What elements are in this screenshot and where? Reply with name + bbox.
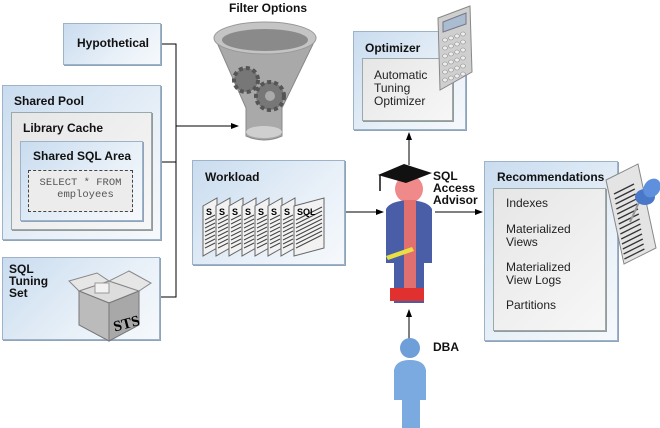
sql-document-icon: S bbox=[215, 197, 231, 257]
sql-document-label: S bbox=[232, 207, 238, 217]
sql-document-icon: S bbox=[280, 197, 296, 257]
library-cache-box: Library Cache Shared SQL Area SELECT * F… bbox=[11, 112, 152, 230]
optimizer-line: Optimizer bbox=[374, 94, 426, 108]
sql-statement-line: SELECT * FROM bbox=[39, 177, 122, 189]
sql-document-icon: SQL bbox=[293, 197, 325, 257]
calculator-key bbox=[454, 49, 460, 55]
sql-access-advisor-label: SQL Access Advisor bbox=[433, 170, 478, 206]
optimizer-label: Optimizer bbox=[365, 41, 421, 55]
recommendations-label: Recommendations bbox=[497, 170, 605, 184]
shared-sql-area-box: Shared SQL Area SELECT * FROM employees bbox=[20, 141, 143, 221]
optimizer-line: Tuning bbox=[374, 81, 411, 95]
sql-statement-box: SELECT * FROM employees bbox=[28, 170, 133, 212]
automatic-tuning-optimizer-box: Automatic Tuning Optimizer bbox=[362, 58, 453, 121]
label-line: Tuning bbox=[9, 274, 49, 288]
calculator-key bbox=[454, 57, 460, 63]
calculator-key bbox=[460, 71, 466, 77]
calculator-key bbox=[442, 77, 448, 83]
calculator-key bbox=[448, 35, 454, 41]
dba-person-icon bbox=[394, 338, 426, 428]
shared-sql-area-label: Shared SQL Area bbox=[33, 149, 132, 163]
sql-document-label: S bbox=[271, 207, 277, 217]
calculator-key bbox=[454, 33, 460, 39]
sql-document-label: S bbox=[245, 207, 251, 217]
calculator-key bbox=[454, 41, 460, 47]
sql-tuning-set-box: SQL Tuning Set STS bbox=[2, 257, 160, 342]
sql-document-label: S bbox=[206, 207, 212, 217]
sql-document-icon: S bbox=[228, 197, 244, 257]
calculator-key bbox=[460, 55, 466, 61]
label-line: SQL bbox=[9, 262, 34, 276]
calculator-key bbox=[448, 59, 454, 65]
recommendation-item: Indexes bbox=[506, 196, 549, 210]
sql-document-icon: S bbox=[202, 197, 218, 257]
sql-document-label: S bbox=[258, 207, 264, 217]
sql-document-label: S bbox=[219, 207, 225, 217]
hypothetical-box: Hypothetical bbox=[63, 23, 161, 65]
calculator-key bbox=[442, 37, 448, 43]
workload-label: Workload bbox=[205, 170, 260, 184]
sql-document-icon: S bbox=[254, 197, 270, 257]
shared-pool-box: Shared Pool Library Cache Shared SQL Are… bbox=[2, 85, 161, 240]
sql-document-icon: S bbox=[267, 197, 283, 257]
sql-tuning-set-label: SQL Tuning Set bbox=[9, 263, 48, 299]
label-line: SQL bbox=[433, 169, 458, 183]
calculator-key bbox=[454, 73, 460, 79]
source-bracket-line bbox=[160, 43, 177, 298]
calculator-key bbox=[442, 53, 448, 59]
sql-statement-line: employees bbox=[57, 189, 114, 201]
sts-box-icon: STS bbox=[68, 270, 152, 342]
funnel-gears-icon bbox=[213, 21, 317, 141]
calculator-key bbox=[442, 69, 448, 75]
hypothetical-label: Hypothetical bbox=[77, 36, 150, 50]
sts-box-text: STS bbox=[112, 313, 142, 335]
calculator-key bbox=[448, 43, 454, 49]
sql-document-label: SQL bbox=[297, 207, 316, 217]
calculator-key bbox=[442, 45, 448, 51]
filter-options-label: Filter Options bbox=[229, 1, 307, 15]
calculator-key bbox=[460, 47, 466, 53]
label-line: Set bbox=[9, 286, 28, 300]
calculator-key bbox=[460, 31, 466, 37]
recommendation-item: Partitions bbox=[506, 298, 557, 312]
shared-pool-label: Shared Pool bbox=[14, 94, 85, 108]
calculator-key bbox=[454, 65, 460, 71]
optimizer-line: Automatic bbox=[374, 68, 428, 82]
sql-document-label: S bbox=[284, 207, 290, 217]
calculator-key bbox=[448, 75, 454, 81]
calculator-key bbox=[460, 63, 466, 69]
pinned-document-icon bbox=[605, 163, 660, 265]
label-line: Access bbox=[433, 181, 476, 195]
library-cache-label: Library Cache bbox=[23, 121, 104, 135]
calculator-key bbox=[448, 67, 454, 73]
dba-label: DBA bbox=[433, 340, 459, 354]
calculator-icon bbox=[437, 5, 473, 91]
sql-access-advisor-figure-icon bbox=[378, 164, 432, 303]
calculator-key bbox=[442, 61, 448, 67]
calculator-key bbox=[460, 39, 466, 45]
sql-document-icon: S bbox=[241, 197, 257, 257]
label-line: Advisor bbox=[433, 193, 478, 207]
calculator-key bbox=[448, 51, 454, 57]
